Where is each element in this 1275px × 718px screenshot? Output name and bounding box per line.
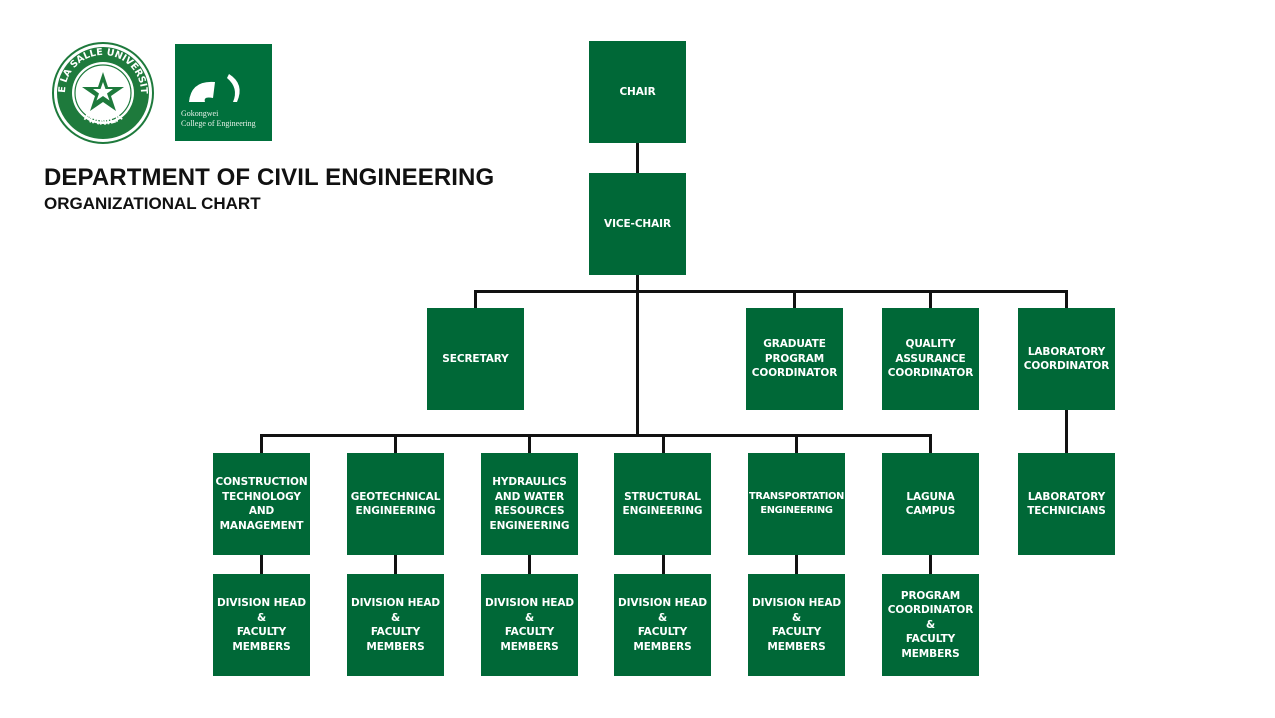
connector-graduate — [793, 290, 796, 309]
node-division-transportation: TRANSPORTATION ENGINEERING — [748, 453, 845, 555]
connector-members-5 — [795, 554, 798, 575]
node-members-transportation: DIVISION HEAD & FACULTY MEMBERS — [748, 574, 845, 676]
node-division-geotechnical: GEOTECHNICAL ENGINEERING — [347, 453, 444, 555]
connector-division-2 — [394, 434, 397, 454]
node-vice-chair: VICE-CHAIR — [589, 173, 686, 275]
node-division-construction: CONSTRUCTION TECHNOLOGY AND MANAGEMENT — [213, 453, 310, 555]
connector-lab-coordinator — [1065, 290, 1068, 309]
gokongwei-logo-icon: Gokongwei College of Engineering — [175, 44, 272, 141]
connector-division-3 — [528, 434, 531, 454]
node-division-structural: STRUCTURAL ENGINEERING — [614, 453, 711, 555]
node-members-construction: DIVISION HEAD & FACULTY MEMBERS — [213, 574, 310, 676]
connector-vice-trunk — [636, 274, 639, 437]
college-name: Gokongwei College of Engineering — [181, 109, 256, 128]
node-members-laguna: PROGRAM COORDINATOR & FACULTY MEMBERS — [882, 574, 979, 676]
node-laboratory-technicians: LABORATORY TECHNICIANS — [1018, 453, 1115, 555]
connector-staff-bar — [474, 290, 1068, 293]
node-laboratory-coordinator: LABORATORY COORDINATOR — [1018, 308, 1115, 410]
connector-members-2 — [394, 554, 397, 575]
node-division-hydraulics: HYDRAULICS AND WATER RESOURCES ENGINEERI… — [481, 453, 578, 555]
connector-secretary — [474, 290, 477, 309]
connector-division-5 — [795, 434, 798, 454]
connector-members-4 — [662, 554, 665, 575]
connector-chair-vice — [636, 142, 639, 174]
connector-members-3 — [528, 554, 531, 575]
seal-location-text: MANILA — [82, 112, 125, 128]
page-subtitle: ORGANIZATIONAL CHART — [44, 194, 261, 213]
connector-lab-technicians — [1065, 409, 1068, 454]
node-members-hydraulics: DIVISION HEAD & FACULTY MEMBERS — [481, 574, 578, 676]
connector-division-6 — [929, 434, 932, 454]
node-members-geotechnical: DIVISION HEAD & FACULTY MEMBERS — [347, 574, 444, 676]
node-quality-assurance-coordinator: QUALITY ASSURANCE COORDINATOR — [882, 308, 979, 410]
connector-members-1 — [260, 554, 263, 575]
connector-quality — [929, 290, 932, 309]
connector-division-1 — [260, 434, 263, 454]
connector-division-bar — [260, 434, 932, 437]
connector-members-6 — [929, 554, 932, 575]
node-members-structural: DIVISION HEAD & FACULTY MEMBERS — [614, 574, 711, 676]
node-division-laguna: LAGUNA CAMPUS — [882, 453, 979, 555]
university-seal-icon: DE LA SALLE UNIVERSITYMANILA — [48, 34, 154, 144]
node-secretary: SECRETARY — [427, 308, 524, 410]
node-chair: CHAIR — [589, 41, 686, 143]
node-graduate-program-coordinator: GRADUATE PROGRAM COORDINATOR — [746, 308, 843, 410]
connector-division-4 — [662, 434, 665, 454]
page-title: DEPARTMENT OF CIVIL ENGINEERING — [44, 164, 495, 191]
